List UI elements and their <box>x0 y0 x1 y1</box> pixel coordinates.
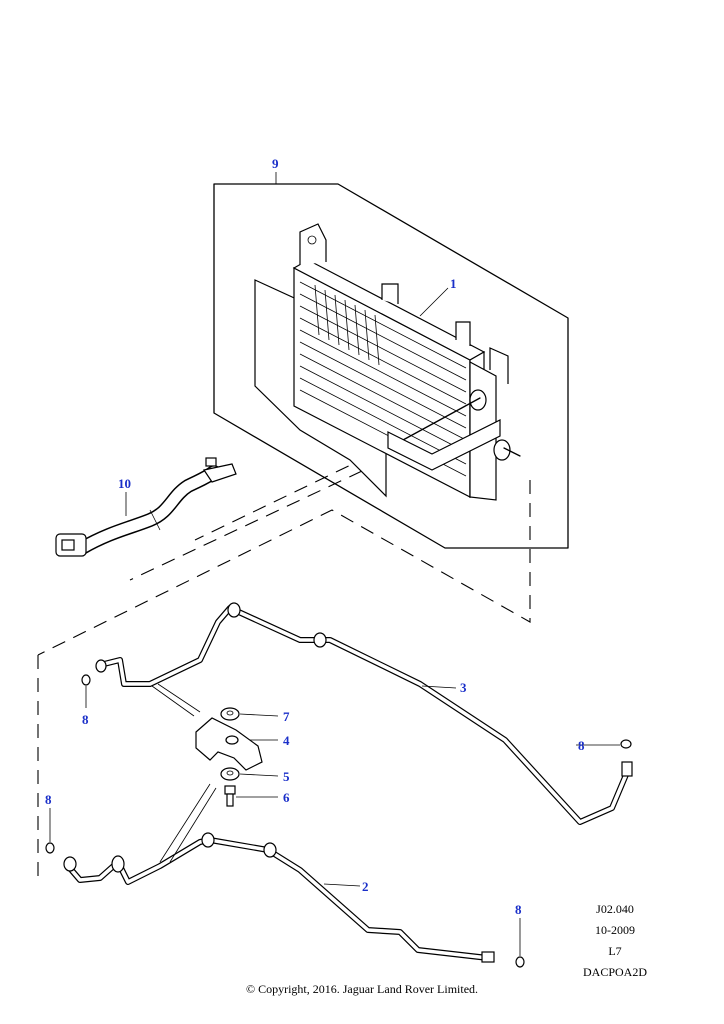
callout-1: 1 <box>450 276 457 291</box>
callout-7: 7 <box>283 709 290 724</box>
washer-5 <box>220 767 240 781</box>
callout-6: 6 <box>283 790 290 805</box>
callout-8: 8 <box>515 902 522 917</box>
callout-9: 9 <box>272 156 279 171</box>
callout-8: 8 <box>578 738 585 753</box>
callouts: 9 1 10 3 8 7 4 5 6 8 8 2 8 <box>45 156 585 917</box>
callout-8: 8 <box>82 712 89 727</box>
reference-code: J02.040 <box>596 902 634 916</box>
projection-lines <box>37 445 531 885</box>
upper-pipe <box>95 602 633 825</box>
callout-3: 3 <box>460 680 467 695</box>
assembly-outline <box>213 172 569 549</box>
revision-date: 10-2009 <box>595 923 635 937</box>
oil-cooler <box>254 223 521 501</box>
illustration-id: DACPOA2D <box>582 965 647 979</box>
o-rings <box>45 674 632 968</box>
copyright-notice: © Copyright, 2016. Jaguar Land Rover Lim… <box>245 982 479 996</box>
callout-8: 8 <box>45 792 52 807</box>
leader-lines <box>49 287 620 956</box>
pipe-clamp <box>151 683 263 863</box>
bolt-6 <box>224 785 236 807</box>
callout-5: 5 <box>283 769 290 784</box>
callout-2: 2 <box>362 879 369 894</box>
callout-10: 10 <box>118 476 131 491</box>
cooler-fins <box>299 281 467 477</box>
model-code: L7 <box>608 944 622 958</box>
callout-4: 4 <box>283 733 290 748</box>
washer-7 <box>220 707 240 721</box>
wiring-harness <box>55 457 237 557</box>
lower-pipe <box>63 832 495 963</box>
